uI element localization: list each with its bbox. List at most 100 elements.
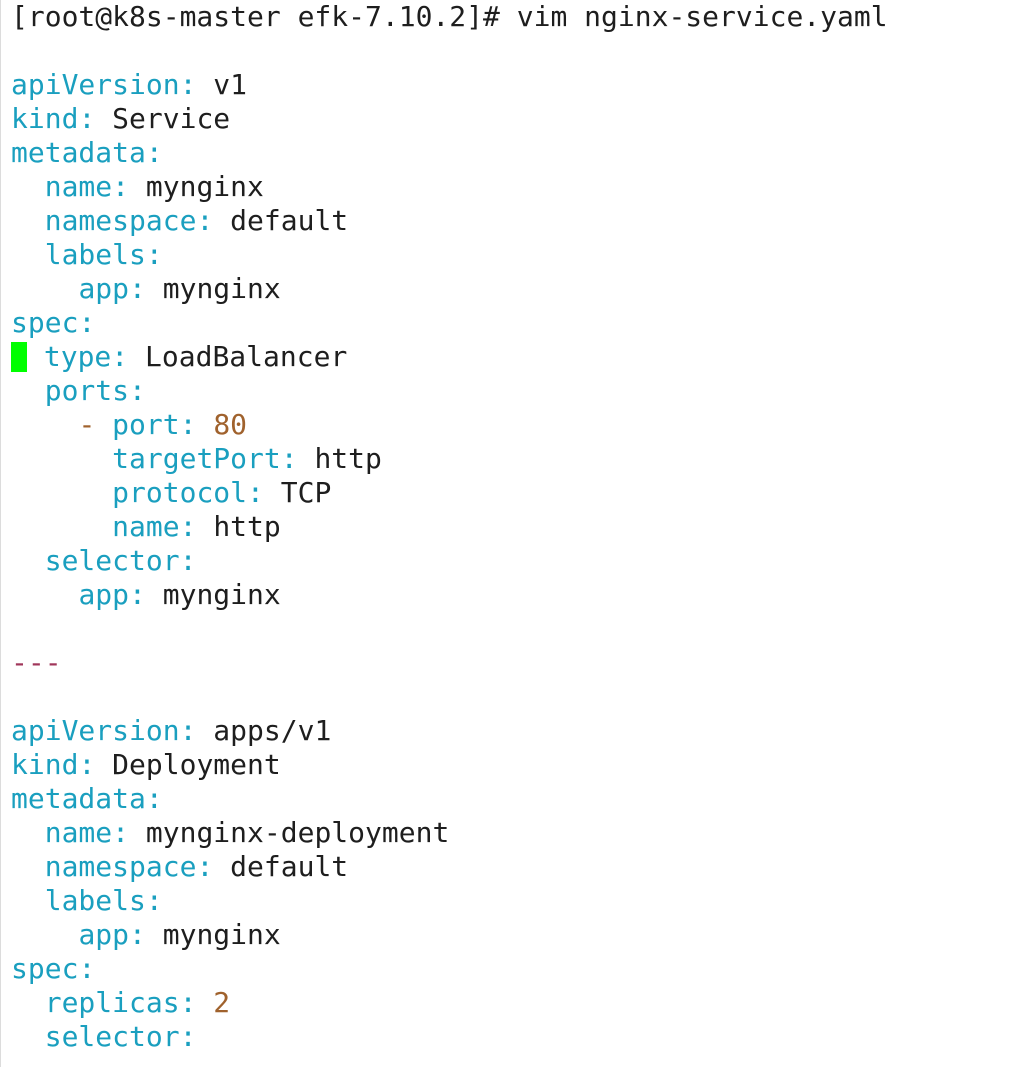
editor-line: app: mynginx [11,578,888,612]
yaml-colon: : [179,1020,197,1053]
space [298,442,315,476]
space [95,102,112,136]
separator-text: --- [11,646,62,679]
indent [11,408,78,442]
yaml-colon: : [179,510,197,543]
yaml-colon: : [247,476,264,509]
yaml-colon: : [145,238,163,271]
yaml-value: TCP [280,476,332,509]
yaml-key: port [112,408,180,441]
indent [27,340,44,374]
editor-line: namespace: default [11,850,888,884]
yaml-value: http [314,442,382,475]
indent [11,170,45,204]
yaml-key: name [112,510,180,543]
editor-line: spec: [11,306,888,340]
yaml-value: default [230,204,349,237]
yaml-value: 80 [213,408,248,441]
yaml-value: mynginx [162,918,281,951]
space [146,918,163,952]
editor-line: ports: [11,374,888,408]
shell-command: [root@k8s-master efk-7.10.2]# vim nginx-… [11,0,888,33]
space [128,340,145,374]
editor-line: targetPort: http [11,442,888,476]
yaml-colon: : [179,68,197,101]
yaml-key: kind [11,748,79,781]
blank-line [11,612,888,646]
editor-line: apiVersion: v1 [11,68,888,102]
yaml-key: metadata [11,782,146,815]
yaml-value: Service [112,102,231,135]
yaml-key: app [78,578,130,611]
yaml-colon: : [129,272,146,305]
yaml-value: LoadBalancer [145,340,348,373]
yaml-key: metadata [11,136,146,169]
indent [11,850,45,884]
yaml-value: apps/v1 [213,714,332,747]
space [95,748,112,782]
yaml-key: protocol [112,476,248,509]
yaml-key: name [44,170,113,203]
space [196,510,213,544]
yaml-colon: : [145,782,163,815]
editor-line: app: mynginx [11,918,888,952]
indent [11,544,45,578]
yaml-key: labels [44,884,146,917]
yaml-key: selector [44,544,180,577]
editor-line: selector: [11,1020,888,1054]
yaml-colon: : [78,952,96,985]
yaml-key: name [44,816,113,849]
yaml-key: ports [44,374,130,407]
list-dash: - [78,408,113,441]
yaml-key: targetPort [112,442,281,475]
space [146,272,163,306]
yaml-key: namespace [44,850,197,883]
blank-line [11,680,888,714]
indent [11,204,45,238]
yaml-colon: : [78,306,96,339]
yaml-value: default [230,850,349,883]
indent [11,510,112,544]
editor-line: selector: [11,544,888,578]
space [129,170,146,204]
yaml-colon: : [196,850,214,883]
shell-prompt-line: [root@k8s-master efk-7.10.2]# vim nginx-… [11,0,888,34]
yaml-colon: : [145,136,163,169]
text-cursor [11,342,27,372]
yaml-value: mynginx [162,272,281,305]
indent [11,1020,45,1054]
yaml-colon: : [196,204,214,237]
indent [11,442,112,476]
yaml-key: app [78,272,130,305]
editor-line: labels: [11,884,888,918]
yaml-document-separator: --- [11,646,888,680]
yaml-key: namespace [44,204,197,237]
yaml-value: Deployment [112,748,281,781]
yaml-key: kind [11,102,79,135]
yaml-key: selector [44,1020,180,1053]
indent [11,986,45,1020]
editor-line: replicas: 2 [11,986,888,1020]
editor-line: name: http [11,510,888,544]
indent [11,884,45,918]
editor-line: protocol: TCP [11,476,888,510]
yaml-colon: : [179,714,197,747]
space [196,714,213,748]
indent [11,476,112,510]
space [129,816,146,850]
yaml-key: replicas [44,986,180,1019]
yaml-key: type [43,340,112,373]
space [196,68,213,102]
vim-buffer[interactable]: [root@k8s-master efk-7.10.2]# vim nginx-… [11,0,888,1054]
indent [11,578,78,612]
blank-line [11,34,888,68]
yaml-colon: : [129,918,146,951]
indent [11,238,45,272]
yaml-colon: : [179,408,197,441]
editor-line: metadata: [11,782,888,816]
yaml-value: http [213,510,281,543]
space [196,408,213,442]
yaml-key: spec [11,306,79,339]
indent [11,918,78,952]
